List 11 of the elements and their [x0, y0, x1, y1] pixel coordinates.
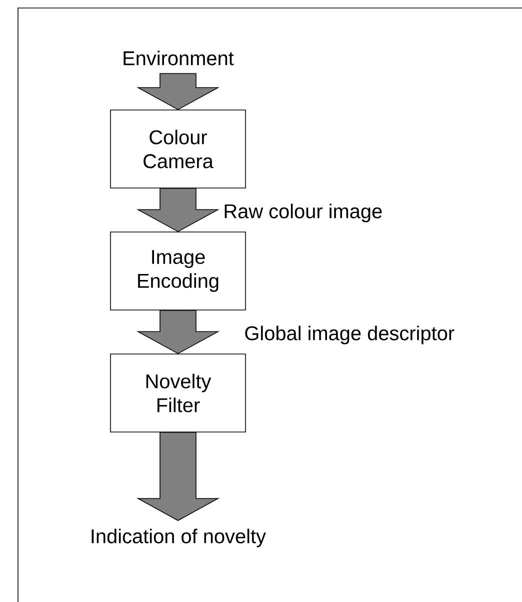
process-box: Novelty Filter — [110, 354, 246, 432]
block-arrow — [136, 310, 220, 354]
block-arrow — [136, 188, 220, 232]
process-box: Image Encoding — [110, 232, 246, 310]
block-arrow — [136, 432, 220, 521]
block-arrow — [136, 73, 220, 110]
text-label: Indication of novelty — [92, 528, 266, 548]
edge-label: Raw colour image — [224, 204, 382, 222]
text-label: Environment — [124, 50, 234, 66]
process-box: Colour Camera — [110, 110, 246, 188]
edge-label: Global image descriptor — [245, 326, 454, 344]
